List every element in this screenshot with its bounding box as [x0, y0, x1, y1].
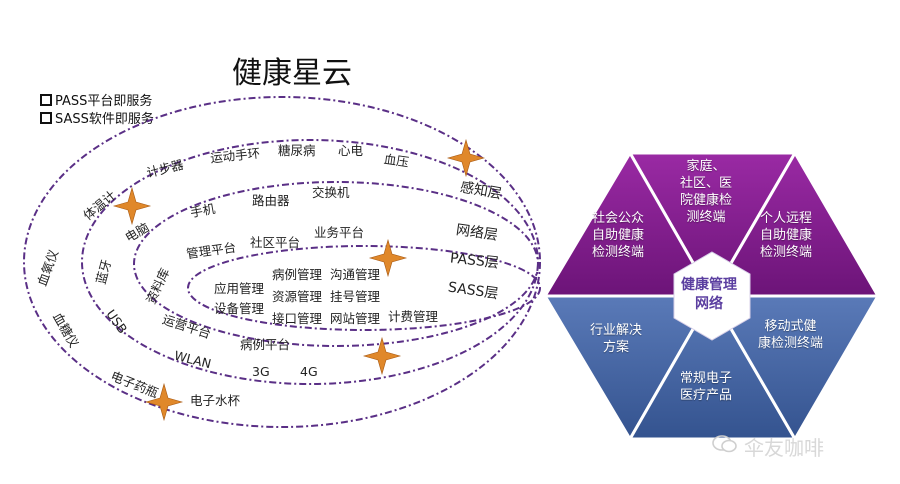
- wechat-icon: [712, 435, 737, 453]
- hex-center: [673, 251, 751, 341]
- label-device-management: 设备管理: [214, 301, 265, 316]
- ring-sass: [187, 245, 541, 331]
- star-icon: [112, 186, 152, 226]
- label-3g: 3G: [252, 364, 270, 379]
- label-communication-management: 沟通管理: [330, 267, 381, 282]
- label-router: 路由器: [252, 193, 290, 208]
- legend-label: SASS软件即服务: [55, 112, 154, 127]
- star-icon: [144, 382, 184, 422]
- hex-label-lower-left: 行业解决方案: [590, 323, 643, 355]
- label-switch: 交换机: [312, 185, 350, 200]
- label-community-platform: 社区平台: [250, 235, 301, 250]
- legend-item-pass: PASS平台即服务: [40, 90, 152, 109]
- label-website-management: 网站管理: [330, 311, 381, 326]
- legend-label: PASS平台即服务: [55, 94, 153, 109]
- label-business-platform: 业务平台: [314, 225, 365, 240]
- label-diabetes: 糖尿病: [278, 143, 316, 158]
- label-resource-management: 资源管理: [272, 289, 323, 304]
- star-icon: [362, 336, 402, 376]
- page-title: 健康星云: [232, 56, 352, 91]
- hex-center-label: 健康管理网络: [681, 277, 737, 312]
- legend-square-icon: [40, 112, 52, 124]
- ring-perception: [23, 96, 541, 428]
- star-icon: [368, 238, 408, 278]
- label-ecg: 心电: [338, 143, 364, 158]
- label-case-platform: 病例平台: [240, 337, 291, 352]
- legend-square-icon: [40, 94, 52, 106]
- hex-label-lower-right: 移动式健康检测终端: [758, 319, 824, 351]
- hex-label-upper-right: 个人远程自助健康检测终端: [760, 211, 813, 260]
- label-4g: 4G: [300, 364, 318, 379]
- label-case-management: 病例管理: [272, 267, 323, 282]
- label-billing-management: 计费管理: [388, 309, 439, 324]
- hex-label-bottom: 常规电子医疗产品: [680, 371, 733, 403]
- label-registration-management: 挂号管理: [330, 289, 381, 304]
- label-smart-cup: 电子水杯: [190, 393, 241, 408]
- label-app-management: 应用管理: [214, 281, 265, 296]
- hex-segment-lower-right: [710, 294, 880, 441]
- hex-label-upper-left: 社会公众自助健康检测终端: [592, 211, 645, 260]
- label-interface-management: 接口管理: [272, 311, 323, 326]
- legend-item-sass: SASS软件即服务: [40, 108, 154, 127]
- star-icon: [446, 138, 486, 178]
- hex-label-top: 家庭、社区、医院健康检测终端: [680, 159, 733, 225]
- ring-pass: [133, 181, 539, 347]
- watermark-text: 伞友咖啡: [744, 436, 824, 460]
